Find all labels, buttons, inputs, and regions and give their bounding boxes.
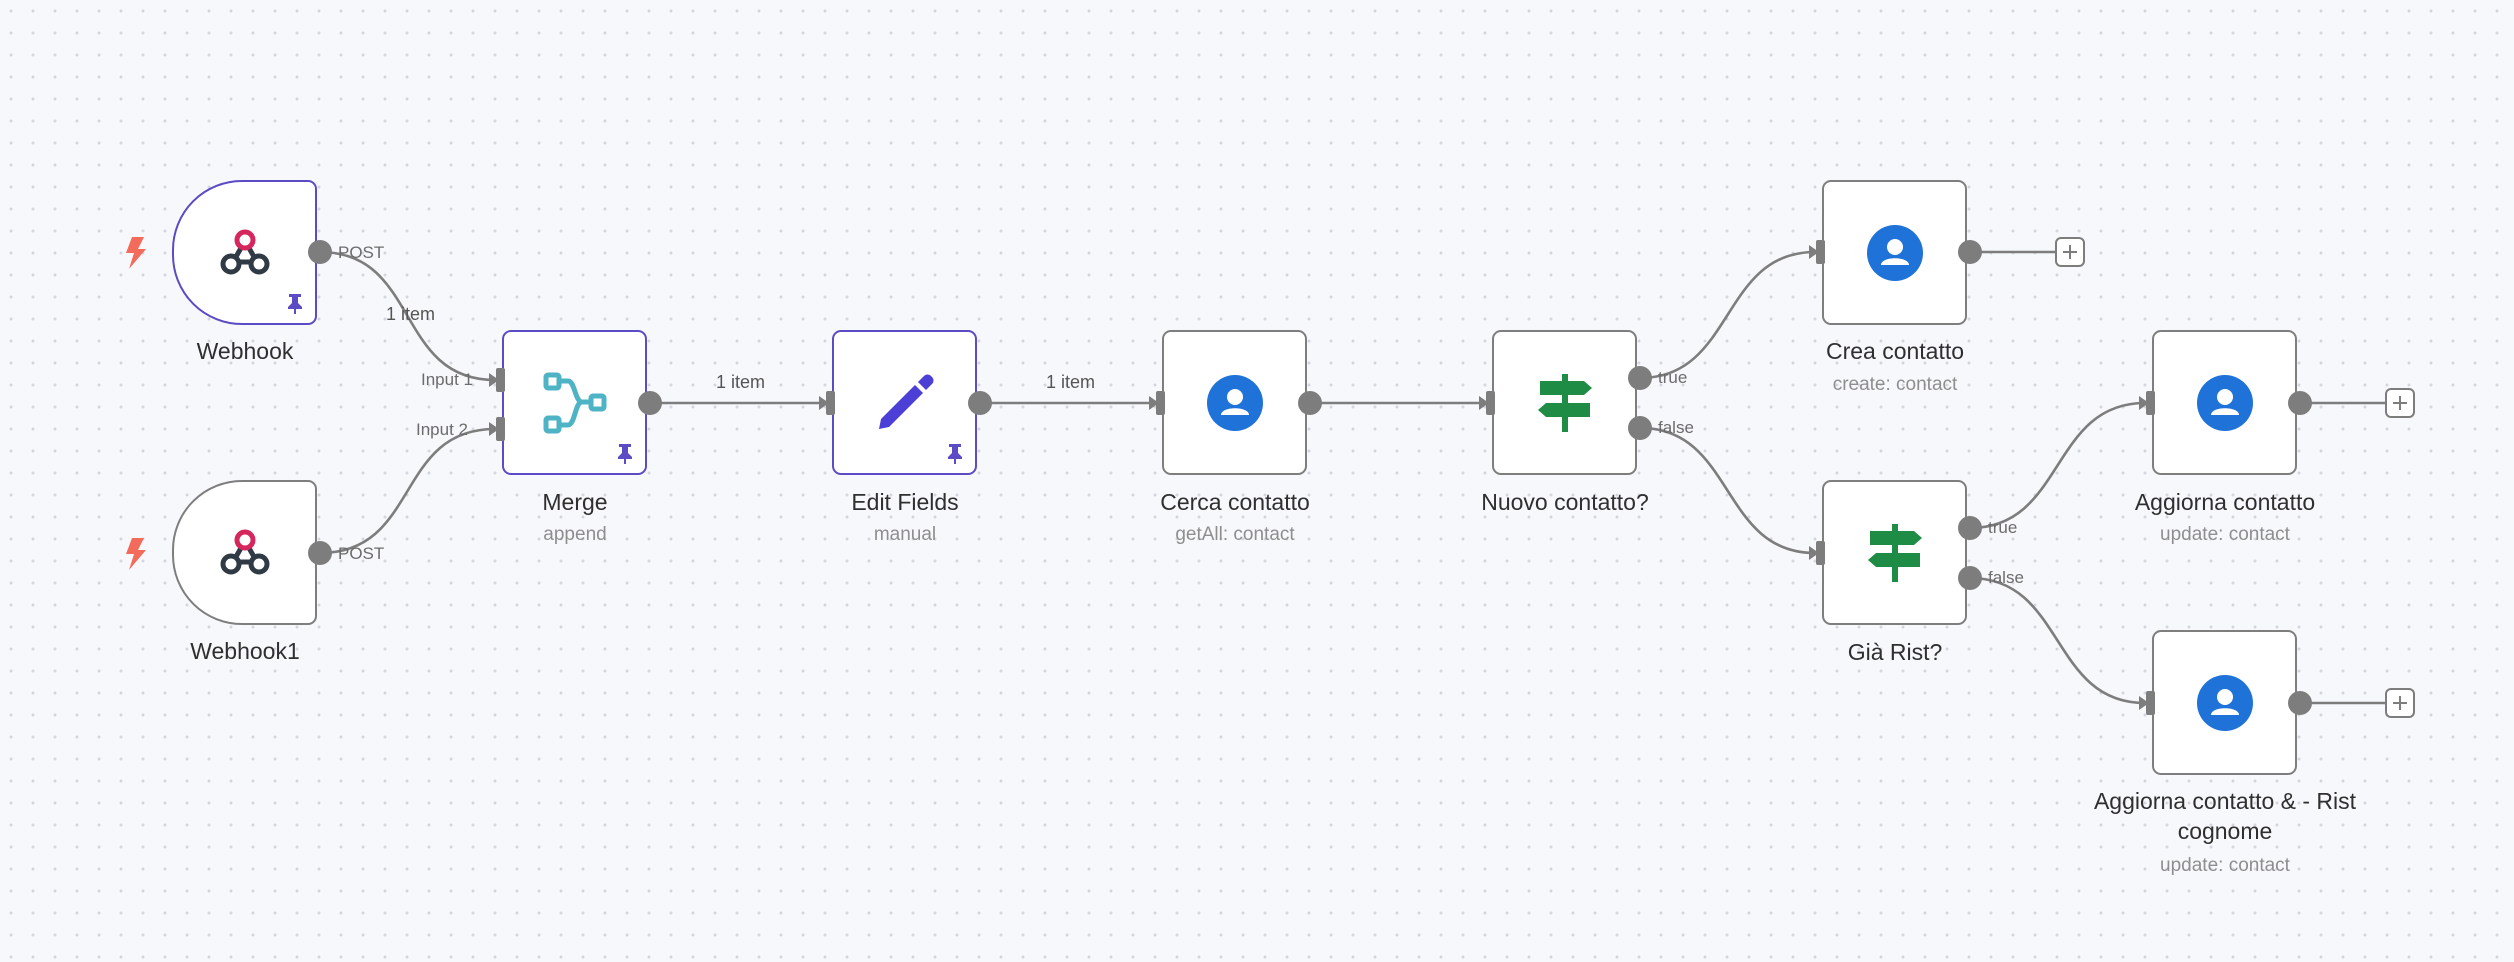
output-port-true[interactable]	[1628, 366, 1652, 390]
connection-gia-rist-aggiorna	[1969, 401, 2146, 530]
node-gia-rist[interactable]	[1822, 480, 1967, 625]
input-port[interactable]	[1156, 391, 1165, 415]
connection-nuovo-gia-rist	[1639, 426, 1816, 555]
pin-icon	[948, 444, 962, 464]
output-port-false[interactable]	[1958, 566, 1982, 590]
contact-icon	[1206, 374, 1263, 431]
node-nuovo-contatto[interactable]	[1492, 330, 1637, 475]
signpost-icon	[1867, 523, 1922, 582]
signpost-icon	[1537, 373, 1592, 432]
arrow-head	[2139, 396, 2149, 410]
node-cerca-contatto[interactable]	[1162, 330, 1307, 475]
node-label: Webhook1	[190, 638, 300, 664]
connection-gia-rist-aggiorna-rist	[1969, 576, 2146, 705]
add-node-button[interactable]	[2385, 688, 2415, 718]
arrow-head	[489, 373, 499, 387]
node-subtitle: create: contact	[1832, 374, 1958, 395]
connection-item-count: 1 item	[716, 372, 766, 392]
contact-icon	[1866, 224, 1923, 281]
node-label: Aggiorna contatto	[2134, 489, 2316, 515]
branch-label-true: true	[1988, 518, 2018, 537]
input-port[interactable]	[496, 368, 505, 392]
node-edit-fields[interactable]	[832, 330, 977, 475]
output-port-true[interactable]	[1958, 516, 1982, 540]
output-port[interactable]	[968, 391, 992, 415]
arrow-head	[2139, 696, 2149, 710]
output-port[interactable]	[1298, 391, 1322, 415]
node-label: Crea contatto	[1825, 338, 1965, 364]
node-webhook1[interactable]	[172, 480, 317, 625]
branch-label-true: true	[1658, 368, 1688, 387]
node-subtitle: getAll: contact	[1175, 524, 1295, 545]
merge-icon	[543, 372, 606, 433]
webhook-icon	[220, 529, 269, 574]
pencil-icon	[878, 374, 933, 429]
input-port[interactable]	[2146, 391, 2155, 415]
node-aggiorna-contatto[interactable]	[2152, 330, 2297, 475]
output-port-false[interactable]	[1628, 416, 1652, 440]
node-label: Edit Fields	[851, 489, 959, 515]
output-port[interactable]	[2288, 391, 2312, 415]
input-port[interactable]	[496, 417, 505, 441]
arrow-head	[1149, 396, 1159, 410]
arrow-head	[489, 422, 499, 436]
arrow-head	[1809, 245, 1819, 259]
node-label: Webhook	[196, 338, 294, 364]
branch-label-false: false	[1988, 568, 2024, 587]
node-label: Merge	[542, 489, 608, 515]
node-subtitle: update: contact	[2160, 855, 2290, 876]
input-label: Input 2	[416, 420, 468, 439]
node-subtitle: manual	[873, 524, 937, 545]
branch-label-false: false	[1658, 418, 1694, 437]
pin-icon	[618, 444, 632, 464]
input-port[interactable]	[826, 391, 835, 415]
connection-webhook-merge	[319, 250, 496, 382]
node-crea-contatto[interactable]	[1822, 180, 1967, 325]
node-label: Nuovo contatto?	[1481, 489, 1649, 515]
add-node-button[interactable]	[2055, 237, 2085, 267]
node-label: Aggiorna contatto & - Rist cognome	[2093, 788, 2357, 844]
node-label: Cerca contatto	[1160, 489, 1310, 515]
contact-icon	[2196, 374, 2253, 431]
node-subtitle: update: contact	[2160, 524, 2290, 545]
webhook-icon	[220, 229, 269, 274]
node-aggiorna-contatto-rist[interactable]	[2152, 630, 2297, 775]
input-port[interactable]	[1486, 391, 1495, 415]
output-port[interactable]	[638, 391, 662, 415]
port-label: POST	[338, 243, 385, 262]
node-subtitle: append	[543, 524, 607, 545]
input-port[interactable]	[1816, 240, 1825, 264]
node-label: Già Rist?	[1847, 639, 1943, 665]
connection-item-count: 1 item	[1046, 372, 1096, 392]
output-port[interactable]	[1958, 240, 1982, 264]
node-merge[interactable]	[502, 330, 647, 475]
input-port[interactable]	[2146, 691, 2155, 715]
pin-icon	[288, 294, 302, 314]
arrow-head	[1479, 396, 1489, 410]
input-port[interactable]	[1816, 541, 1825, 565]
input-label: Input 1	[421, 370, 473, 389]
connection-item-count: 1 item	[386, 304, 436, 324]
arrow-head	[819, 396, 829, 410]
output-port[interactable]	[308, 240, 332, 264]
connection-nuovo-crea	[1639, 250, 1816, 380]
lightning-bolt-icon	[126, 538, 146, 570]
port-label: POST	[338, 544, 385, 563]
connection-webhook1-merge	[319, 427, 496, 555]
node-webhook[interactable]	[172, 180, 317, 325]
add-node-button[interactable]	[2385, 388, 2415, 418]
output-port[interactable]	[308, 541, 332, 565]
output-port[interactable]	[2288, 691, 2312, 715]
arrow-head	[1809, 546, 1819, 560]
contact-icon	[2196, 674, 2253, 731]
lightning-bolt-icon	[126, 237, 146, 269]
